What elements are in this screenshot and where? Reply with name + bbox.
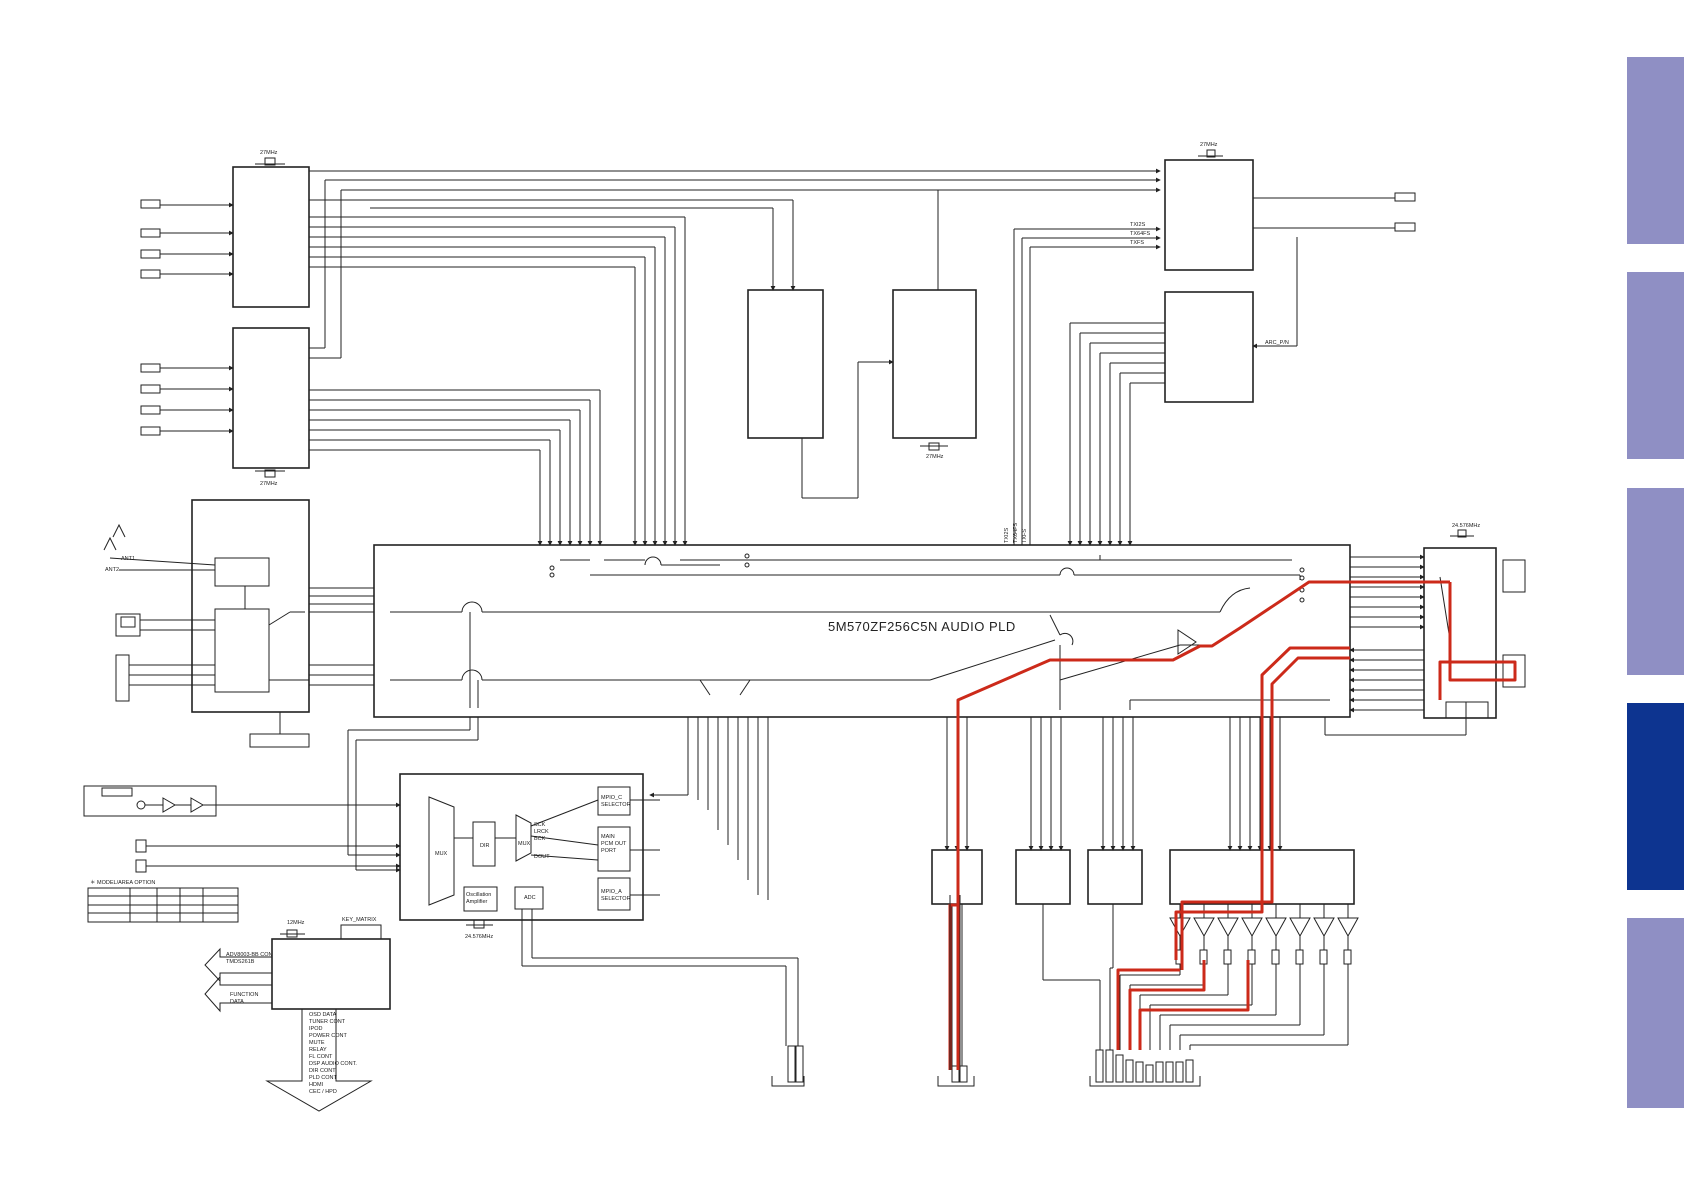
crystal-label-bottom: 27MHz <box>260 481 278 487</box>
tuner-block <box>191 499 310 713</box>
video-block-right <box>892 289 977 439</box>
pld-pin-tx64fs: TX64FS <box>1013 522 1019 543</box>
pld-amp <box>1177 629 1197 655</box>
crystal-label-micom: 12MHz <box>287 920 305 926</box>
signal-txi2s: TXI2S <box>1130 222 1146 228</box>
audio-pld-chip <box>373 544 1351 718</box>
antenna-2-label: ANT2 <box>105 567 119 573</box>
output-amplifiers <box>1169 917 1359 965</box>
osc-label-1: Oscillation <box>466 892 491 898</box>
pld-pin-txi2s: TXI2S <box>1004 527 1010 543</box>
dac-block-3 <box>1087 849 1143 905</box>
micom-block <box>271 938 391 1010</box>
dir-chip-label: DIR <box>480 843 490 849</box>
highlighted-signal-path <box>948 580 1517 1070</box>
nav-tab-4[interactable] <box>1627 703 1684 890</box>
micom-output-item: CEC / HPD <box>309 1089 337 1095</box>
arrow-bb-con <box>204 939 273 983</box>
crystal-label-top: 27MHz <box>260 150 278 156</box>
main-pcm-label-3: PORT <box>601 848 617 854</box>
micom-output-item: FL CONT <box>309 1054 333 1060</box>
adc-label: ADC <box>524 895 536 901</box>
micom-output-item: PLD CONT <box>309 1075 337 1081</box>
hdmi-input-connectors <box>140 199 161 436</box>
signal-arc-pn: ARC_P/N <box>1265 340 1289 346</box>
micom-output-item: IPOD <box>309 1026 322 1032</box>
key-matrix <box>340 924 382 940</box>
mpio-c-label-1: MPIO_C <box>601 795 622 801</box>
crystal-label-tx: 27MHz <box>1200 142 1218 148</box>
mpio-c-label-2: SELECTOR <box>601 802 631 808</box>
dir-lrck-label: LRCK <box>534 829 549 835</box>
antenna-1-label: ANT1 <box>121 556 135 562</box>
micom-output-item: OSD DATA <box>309 1012 337 1018</box>
speaker-output-connector <box>1089 1049 1201 1087</box>
dir-bck-label: BCK <box>534 836 546 842</box>
aux-input-board <box>83 785 217 817</box>
mpio-a-label-2: SELECTOR <box>601 896 631 902</box>
hdmi-receiver-bottom <box>232 327 310 469</box>
hdmi-transmitter <box>1164 159 1254 271</box>
crystal-label-dsp: 24.576MHz <box>1452 523 1480 529</box>
main-pcm-label-1: MAIN <box>601 834 615 840</box>
dac-block-2 <box>1015 849 1071 905</box>
bb-con-label-1: ADV8003-BB CON <box>226 952 272 958</box>
crystal-label-video: 27MHz <box>926 454 944 460</box>
arrow-function-data <box>204 975 272 1013</box>
model-option-label: ＊ MODEL/AREA OPTION <box>90 879 155 886</box>
nav-tab-2[interactable] <box>1627 272 1684 459</box>
signal-txfs: TXFS <box>1130 240 1144 246</box>
nav-tab-5[interactable] <box>1627 918 1684 1108</box>
hdmi-receiver-top <box>232 166 310 308</box>
pld-pin-txfs: TXFS <box>1022 529 1028 543</box>
osc-label-2: Amplifier <box>466 899 488 905</box>
dir-mux1-label: MUX <box>435 851 448 857</box>
crystal-label-dir: 24.576MHz <box>465 934 493 940</box>
nav-tab-1[interactable] <box>1627 57 1684 244</box>
function-label-1: FUNCTION <box>230 992 258 998</box>
micom-output-item: HDMI <box>309 1082 324 1088</box>
dir-dout-label: DOUT <box>534 854 550 860</box>
signal-tx64fs: TX64FS <box>1130 231 1151 237</box>
nav-tab-3[interactable] <box>1627 488 1684 675</box>
micom-output-item: TUNER CONT <box>309 1019 346 1025</box>
arc-block <box>1164 291 1254 403</box>
function-label-2: DATA <box>230 999 244 1005</box>
micom-output-item: DIR CONT. <box>309 1068 337 1074</box>
bb-con-label-2: TMDS261B <box>226 959 255 965</box>
dir-sck-label: SCK <box>534 822 546 828</box>
mpio-a-label-1: MPIO_A <box>601 889 622 895</box>
dsp-block <box>1423 547 1497 719</box>
micom-output-item: MUTE <box>309 1040 325 1046</box>
pld-chip-label: 5M570ZF256C5N AUDIO PLD <box>828 619 1016 634</box>
micom-output-item: DSP AUDIO CONT. <box>309 1061 357 1067</box>
micom-output-item: RELAY <box>309 1047 327 1053</box>
micom-output-list: OSD DATA TUNER CONT IPOD POWER CONT MUTE… <box>309 1012 357 1095</box>
key-matrix-label: KEY_MATRIX <box>342 917 377 923</box>
dir-mux2-label: MUX <box>518 841 531 847</box>
arrow-control-outputs <box>265 1009 373 1112</box>
main-pcm-label-2: PCM OUT <box>601 841 627 847</box>
micom-output-item: POWER CONT <box>309 1033 348 1039</box>
video-block-left <box>747 289 824 439</box>
